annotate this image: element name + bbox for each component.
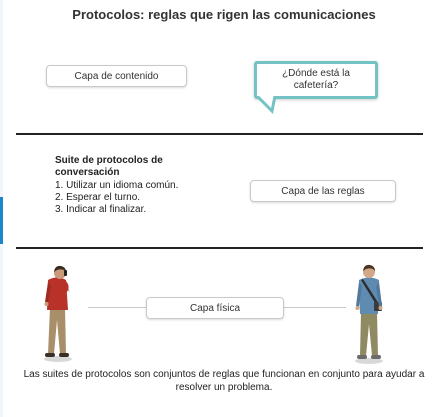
speech-bubble-tail (255, 96, 277, 115)
suite-heading-line2: conversación (55, 167, 120, 178)
divider-bottom (16, 247, 423, 249)
diagram-caption: Las suites de protocolos son conjuntos d… (0, 368, 448, 394)
page-title: Protocolos: reglas que rigen las comunic… (72, 7, 376, 22)
person-left-figure (44, 265, 72, 362)
rules-layer-label: Capa de las reglas (250, 180, 396, 202)
speech-bubble-line2: cafetería? (293, 80, 339, 91)
speech-bubble-line1: ¿Dónde está la (282, 68, 350, 79)
left-accent-bar (0, 197, 3, 244)
suite-step: 1. Utilizar un idioma común. (55, 180, 179, 191)
content-layer-label: Capa de contenido (46, 65, 187, 87)
caption-line2: resolver un problema. (175, 382, 273, 393)
protocol-suite: Suite de protocolos de conversación 1. U… (55, 155, 178, 216)
speech-bubble: ¿Dónde está la cafetería? (254, 61, 378, 99)
physical-layer-label: Capa física (146, 297, 284, 319)
physical-link-left (88, 307, 148, 308)
suite-steps: 1. Utilizar un idioma común. 2. Esperar … (55, 180, 178, 216)
suite-step: 3. Indicar al finalizar. (55, 204, 147, 215)
divider-top (16, 133, 423, 135)
suite-heading-line1: Suite de protocolos de (55, 155, 163, 166)
caption-line1: Las suites de protocolos son conjuntos d… (23, 369, 425, 380)
person-right-figure (355, 264, 383, 364)
suite-step: 2. Esperar el turno. (55, 192, 141, 203)
physical-link-right (283, 307, 346, 308)
